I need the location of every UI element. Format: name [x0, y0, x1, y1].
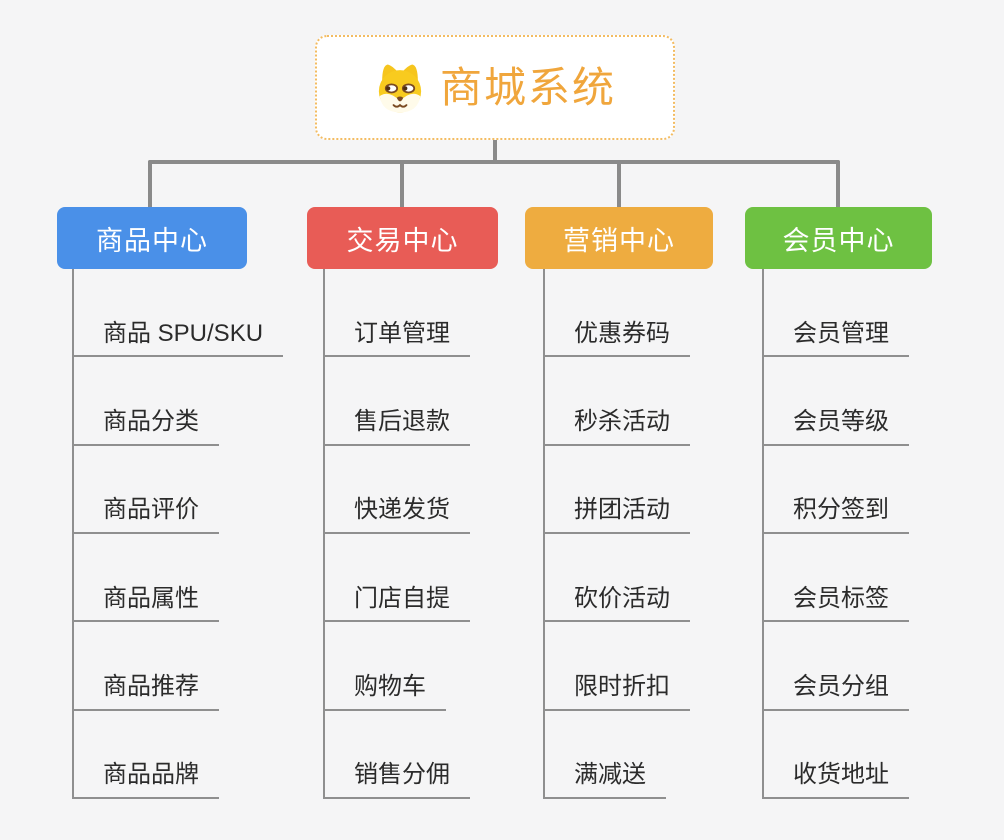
- child-topic[interactable]: 积分签到: [762, 446, 909, 534]
- child-topic[interactable]: 快递发货: [323, 446, 470, 534]
- child-topic[interactable]: 会员分组: [762, 622, 909, 711]
- child-topic[interactable]: 销售分佣: [323, 711, 470, 799]
- branch-marketing-center[interactable]: 营销中心: [525, 207, 713, 269]
- branch-product-center[interactable]: 商品中心: [57, 207, 247, 269]
- dog-face-icon: [374, 62, 426, 114]
- child-topic[interactable]: 商品属性: [72, 534, 283, 623]
- branch-member-center[interactable]: 会员中心: [745, 207, 932, 269]
- child-topic[interactable]: 拼团活动: [543, 446, 690, 534]
- connector-root-stem: [493, 140, 497, 164]
- children-marketing-center: 优惠券码 秒杀活动 拼团活动 砍价活动 限时折扣 满减送: [543, 269, 690, 799]
- child-topic[interactable]: 购物车: [323, 622, 470, 711]
- child-topic[interactable]: 订单管理: [323, 269, 470, 358]
- root-node[interactable]: 商城系统: [315, 35, 675, 140]
- child-topic[interactable]: 会员等级: [762, 357, 909, 446]
- connector-drop-product: [148, 160, 152, 210]
- connector-drop-trade: [400, 160, 404, 210]
- child-topic[interactable]: 优惠券码: [543, 269, 690, 358]
- child-topic[interactable]: 收货地址: [762, 711, 909, 799]
- child-topic[interactable]: 会员标签: [762, 534, 909, 623]
- children-trade-center: 订单管理 售后退款 快递发货 门店自提 购物车 销售分佣: [323, 269, 470, 799]
- child-topic[interactable]: 商品 SPU/SKU: [72, 269, 284, 358]
- children-member-center: 会员管理 会员等级 积分签到 会员标签 会员分组 收货地址: [762, 269, 909, 799]
- child-topic[interactable]: 门店自提: [323, 534, 470, 623]
- child-topic[interactable]: 商品品牌: [72, 711, 283, 799]
- child-topic[interactable]: 限时折扣: [543, 622, 690, 711]
- root-title: 商城系统: [439, 63, 616, 111]
- children-product-center: 商品 SPU/SKU 商品分类 商品评价 商品属性 商品推荐 商品品牌: [72, 269, 284, 799]
- child-topic[interactable]: 会员管理: [762, 269, 909, 358]
- child-topic[interactable]: 秒杀活动: [543, 357, 690, 446]
- child-topic[interactable]: 砍价活动: [543, 534, 690, 623]
- child-topic[interactable]: 商品评价: [72, 446, 283, 534]
- branch-trade-center[interactable]: 交易中心: [307, 207, 498, 269]
- connector-horizontal-bar: [148, 160, 840, 164]
- child-topic[interactable]: 商品分类: [72, 357, 283, 446]
- child-topic[interactable]: 售后退款: [323, 357, 470, 446]
- connector-drop-member: [836, 160, 840, 210]
- child-topic[interactable]: 满减送: [543, 711, 690, 799]
- child-topic[interactable]: 商品推荐: [72, 622, 283, 711]
- connector-drop-marketing: [617, 160, 621, 210]
